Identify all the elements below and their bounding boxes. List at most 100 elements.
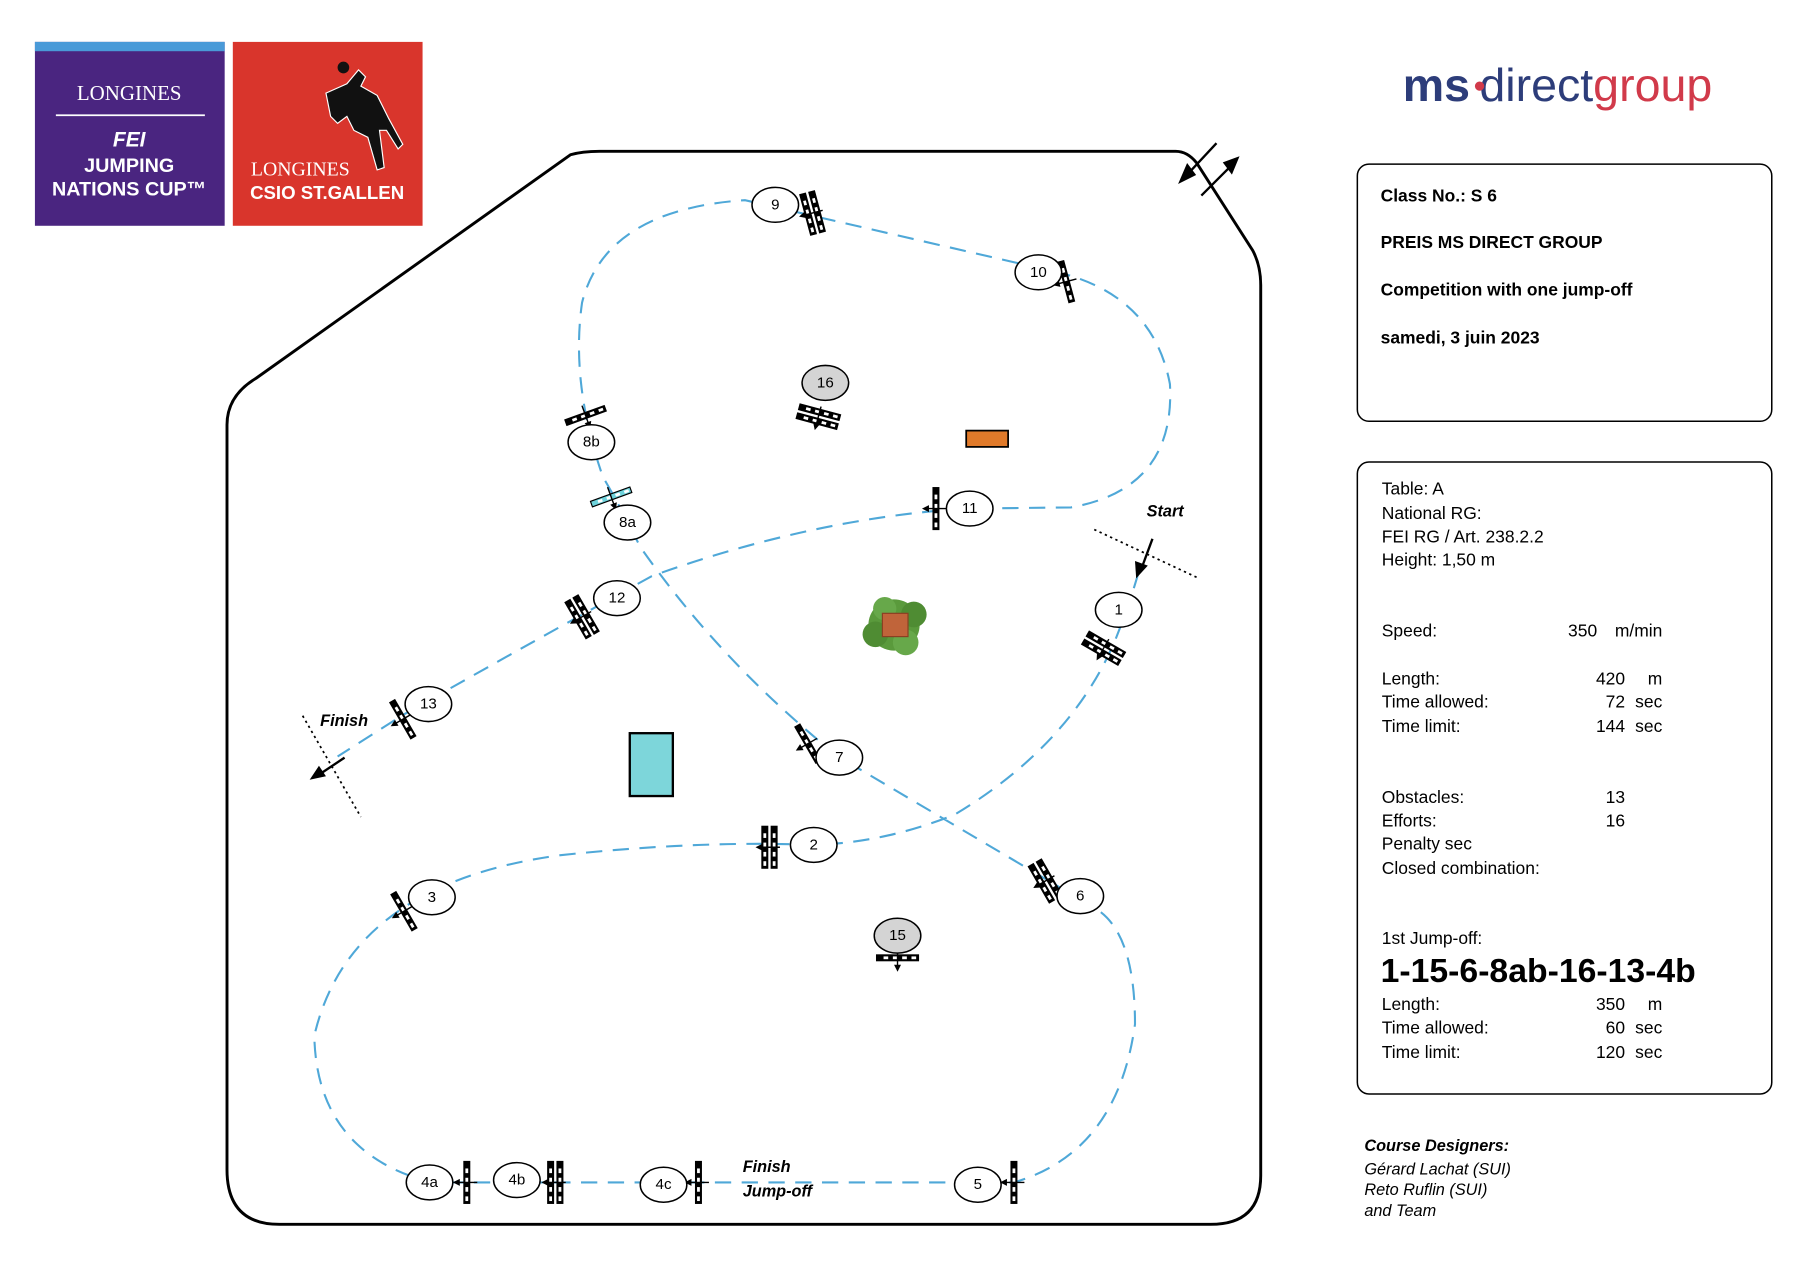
obstacle-number-badge	[405, 1164, 454, 1201]
obstacle-number-badge	[953, 1166, 1002, 1203]
fence-icon	[1027, 858, 1064, 904]
svg-text:Start: Start	[1147, 503, 1185, 521]
svg-text:LONGINES: LONGINES	[251, 159, 350, 181]
detail-unit: m/min	[1615, 621, 1662, 641]
obstacle-number-badge	[751, 186, 800, 224]
obstacle-4b: 4b	[492, 1160, 566, 1204]
obstacle-6: 6	[1027, 858, 1105, 915]
detail-label: Closed combination:	[1382, 858, 1540, 878]
tree-decoration-icon	[862, 597, 927, 656]
obstacle-2: 2	[755, 825, 838, 869]
detail-row: Obstacles:13	[1382, 787, 1625, 807]
svg-text:LONGINES: LONGINES	[77, 81, 182, 105]
obstacle-number: 1	[1114, 601, 1122, 618]
obstacle-7: 7	[794, 723, 864, 776]
jumpoff-value: 60	[1606, 1017, 1626, 1037]
fence-icon	[564, 404, 607, 429]
water-tray-decoration	[628, 732, 675, 798]
obstacle-number: 4b	[508, 1172, 525, 1189]
obstacle-8b: 8b	[564, 404, 616, 461]
obstacle-16: 16	[795, 364, 850, 431]
obstacle-number: 5	[974, 1176, 982, 1193]
details-box: Table: A National RG: FEI RG / Art. 238.…	[1356, 461, 1773, 1095]
obstacle-number: 2	[809, 836, 817, 853]
obstacle-number-badge	[639, 1166, 688, 1203]
svg-text:Jump-off: Jump-off	[743, 1182, 814, 1200]
jumpoff-value: 120	[1596, 1042, 1625, 1062]
obstacle-number-badge	[592, 579, 642, 617]
detail-value: 72	[1606, 692, 1625, 712]
obstacle-number-badge	[945, 490, 994, 527]
fence-icon	[684, 1160, 709, 1204]
obstacle-12: 12	[564, 579, 642, 640]
obstacle-number: 4a	[421, 1174, 438, 1191]
svg-text:National RG:: National RG:	[1382, 503, 1482, 523]
obstacle-number-badge	[1094, 591, 1143, 629]
obstacle-9: 9	[751, 186, 826, 236]
fence-icon	[564, 594, 600, 640]
obstacle-number-badge	[492, 1161, 541, 1199]
obstacle-number-badge	[567, 424, 616, 461]
obstacle-number-badge	[1056, 877, 1105, 915]
fence-icon	[452, 1160, 478, 1204]
detail-label: Length:	[1382, 668, 1440, 688]
obstacle-4a: 4a	[405, 1160, 478, 1204]
obstacle-number: 8b	[583, 434, 600, 451]
obstacle-5: 5	[953, 1160, 1025, 1204]
svg-text:Competition with one jump-off: Competition with one jump-off	[1381, 280, 1633, 300]
svg-text:Gérard Lachat (SUI): Gérard Lachat (SUI)	[1364, 1160, 1511, 1178]
jumpoff-sequence: 1-15-6-8ab-16-13-4b	[1381, 952, 1696, 990]
course-designers: Course Designers: Gérard Lachat (SUI) Re…	[1364, 1137, 1511, 1220]
detail-row: Length: 420 m	[1382, 668, 1663, 688]
svg-text:Height: 1,50 m: Height: 1,50 m	[1382, 550, 1495, 570]
obstacle-8a: 8a	[589, 486, 652, 541]
detail-unit: sec	[1635, 692, 1662, 712]
svg-text:1st Jump-off:: 1st Jump-off:	[1382, 928, 1482, 948]
class-info-box: Class No.: S 6 PREIS MS DIRECT GROUP Com…	[1356, 163, 1773, 423]
obstacle-10: 10	[1014, 254, 1077, 304]
obstacle-13: 13	[388, 685, 453, 740]
obstacle-number: 10	[1030, 264, 1047, 281]
jumpoff-unit: sec	[1635, 1017, 1662, 1037]
detail-value: 16	[1606, 810, 1625, 830]
obstacle-number: 7	[835, 749, 843, 766]
obstacle-number-badge	[873, 917, 922, 954]
svg-text:JUMPING: JUMPING	[84, 155, 174, 177]
obstacle-1: 1	[1080, 591, 1143, 667]
svg-text:and Team: and Team	[1364, 1202, 1436, 1220]
detail-value: 420	[1596, 668, 1625, 688]
detail-label: Obstacles:	[1382, 787, 1464, 807]
svg-text:Reto Ruflin (SUI): Reto Ruflin (SUI)	[1364, 1181, 1487, 1199]
obstacle-number-badge	[815, 739, 864, 776]
fence-icon	[390, 890, 418, 932]
obstacle-3: 3	[390, 879, 456, 932]
fence-icon	[799, 190, 826, 236]
detail-unit: sec	[1635, 716, 1662, 736]
fence-icon	[999, 1160, 1025, 1204]
obstacle-number: 15	[889, 927, 906, 944]
nations-cup-logo: LONGINES FEI JUMPING NATIONS CUP™	[34, 41, 225, 226]
obstacle-number: 3	[428, 889, 436, 906]
finish-arrow-icon	[309, 765, 326, 780]
detail-label: Efforts:	[1382, 810, 1437, 830]
fence-icon	[921, 487, 947, 531]
horse-rider-icon	[325, 68, 404, 171]
jumpoff-value: 350	[1596, 994, 1625, 1014]
detail-unit: m	[1648, 668, 1663, 688]
finish-line: Finish	[301, 712, 368, 818]
obstacle-number: 13	[420, 696, 437, 713]
fence-icon	[755, 825, 780, 869]
svg-text:Table: A: Table: A	[1382, 479, 1444, 499]
detail-label: Speed:	[1382, 621, 1437, 641]
jumpoff-unit: m	[1648, 994, 1663, 1014]
obstacle-number: 12	[609, 590, 626, 607]
